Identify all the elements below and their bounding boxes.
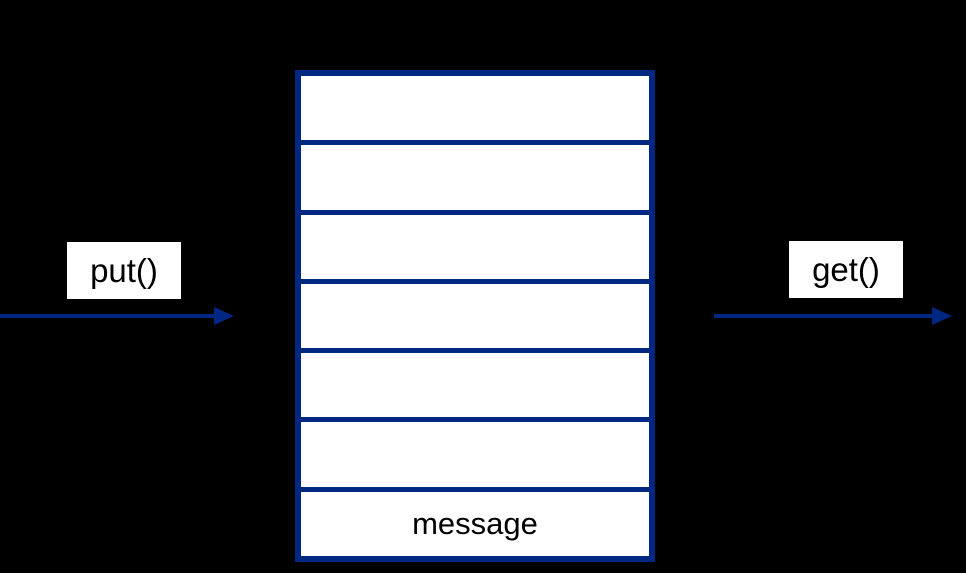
queue-slot bbox=[301, 145, 649, 210]
queue-slot bbox=[301, 76, 649, 141]
get-arrow bbox=[714, 304, 954, 328]
put-label: put() bbox=[67, 242, 181, 299]
queue-slot bbox=[301, 422, 649, 487]
message-queue: message bbox=[295, 70, 655, 562]
put-arrow bbox=[0, 304, 236, 328]
queue-slot bbox=[301, 283, 649, 349]
get-label: get() bbox=[789, 241, 903, 298]
queue-slot-message: message bbox=[301, 491, 649, 556]
queue-slot bbox=[301, 353, 649, 418]
queue-slot bbox=[301, 214, 649, 279]
